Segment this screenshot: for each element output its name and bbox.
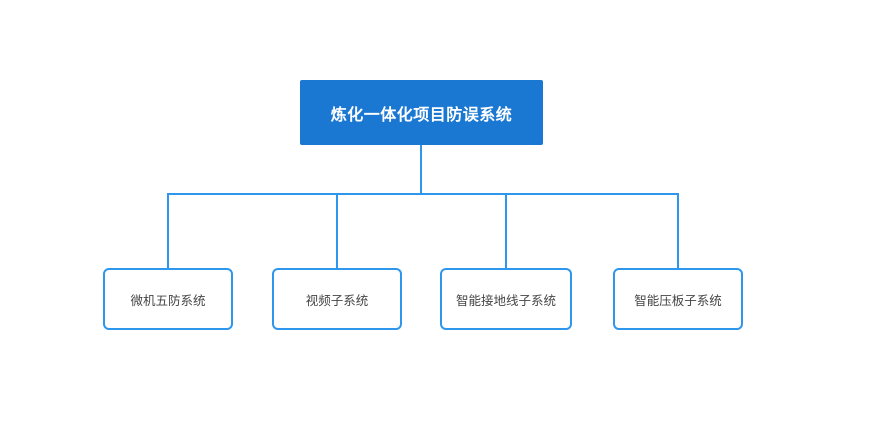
connector-drop-3 <box>505 195 507 268</box>
child-node-grounding[interactable]: 智能接地线子系统 <box>440 268 572 330</box>
connector-drop-4 <box>677 193 679 268</box>
child-node-label: 智能压板子系统 <box>634 293 722 308</box>
child-node-label: 智能接地线子系统 <box>455 293 556 308</box>
root-node[interactable]: 炼化一体化项目防误系统 <box>300 80 543 145</box>
child-node-video[interactable]: 视频子系统 <box>272 268 402 330</box>
connector-drop-1 <box>167 193 169 268</box>
child-node-wjwf[interactable]: 微机五防系统 <box>103 268 233 330</box>
connector-drop-2 <box>336 195 338 268</box>
child-node-label: 微机五防系统 <box>130 293 206 308</box>
connector-rail <box>167 193 679 195</box>
root-node-label: 炼化一体化项目防误系统 <box>330 106 513 124</box>
child-node-plate[interactable]: 智能压板子系统 <box>613 268 743 330</box>
connector-root-stem <box>420 145 422 195</box>
child-node-label: 视频子系统 <box>305 293 369 308</box>
